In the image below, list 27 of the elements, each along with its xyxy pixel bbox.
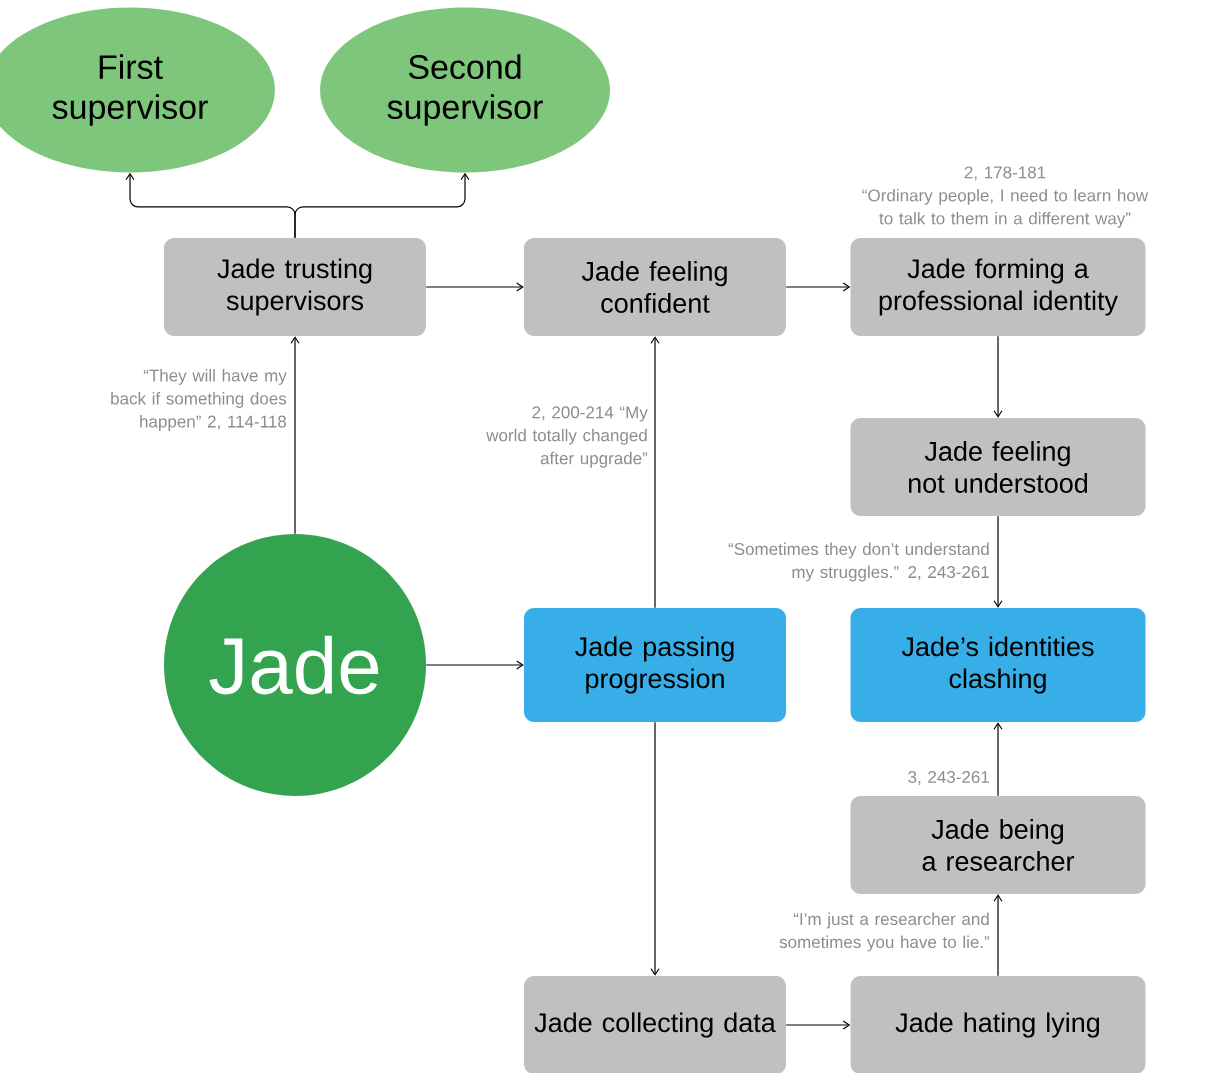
quote-text: 2, 178-181 “Ordinary people, I need to learn how to talk to them in a different way” bbox=[862, 166, 1149, 228]
process-box: Jade trusting supervisors bbox=[164, 238, 426, 336]
edge-label: “Sometimes they don’t understand my struggles.” 2, 243-261 bbox=[728, 542, 989, 582]
arrow bbox=[425, 282, 524, 292]
process-box: Jade passing progression bbox=[524, 608, 786, 722]
edge-label: 2, 200-214 “My world totally changed after upgrade” bbox=[486, 406, 648, 468]
process-box: Jade feeling confident bbox=[524, 238, 786, 336]
process-box: Jade feeling not understood bbox=[850, 418, 1146, 516]
arrow bbox=[650, 721, 660, 976]
arrow bbox=[425, 660, 524, 670]
arrow bbox=[785, 1020, 851, 1030]
arrow bbox=[993, 335, 1003, 418]
arrow bbox=[993, 515, 1003, 608]
arrow bbox=[785, 282, 851, 292]
edge-label: “They will have my back if something does happen” 2, 114-118 bbox=[111, 369, 287, 431]
process-box: Jade collecting data bbox=[524, 976, 786, 1073]
arrow bbox=[290, 336, 300, 535]
edge-label: 3, 243-261 bbox=[908, 770, 989, 786]
process-box: Jade being a researcher bbox=[850, 796, 1146, 894]
arrow bbox=[294, 172, 470, 239]
arrow bbox=[650, 336, 660, 609]
arrow bbox=[993, 722, 1003, 797]
process-box: Jade’s identities clashing bbox=[850, 608, 1146, 722]
arrow bbox=[993, 894, 1003, 977]
edge-label: “I’m just a researcher and sometimes you have to lie.” bbox=[779, 912, 990, 952]
process-box: Jade forming a professional identity bbox=[850, 238, 1146, 336]
process-box: Jade hating lying bbox=[850, 976, 1146, 1073]
